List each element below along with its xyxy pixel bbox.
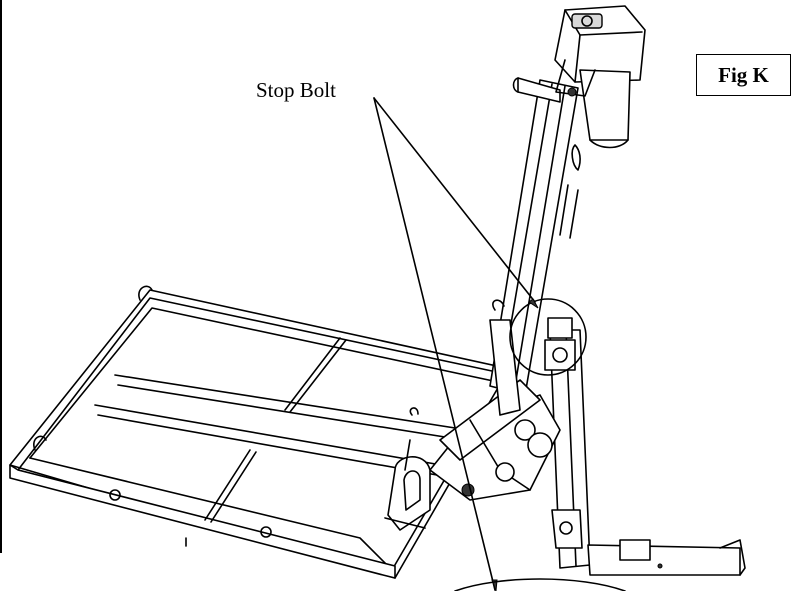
grab-handle (384, 407, 431, 531)
margin-rule (0, 0, 2, 553)
wheel-arc (454, 578, 626, 591)
platform (9, 285, 516, 579)
figure-label: Fig K (696, 54, 791, 96)
stop-bolt-highlight (509, 298, 587, 376)
stop-bolt-label: Stop Bolt (256, 78, 336, 102)
actuator (554, 5, 646, 149)
hinge-assembly (429, 299, 576, 501)
support-post (549, 329, 746, 576)
